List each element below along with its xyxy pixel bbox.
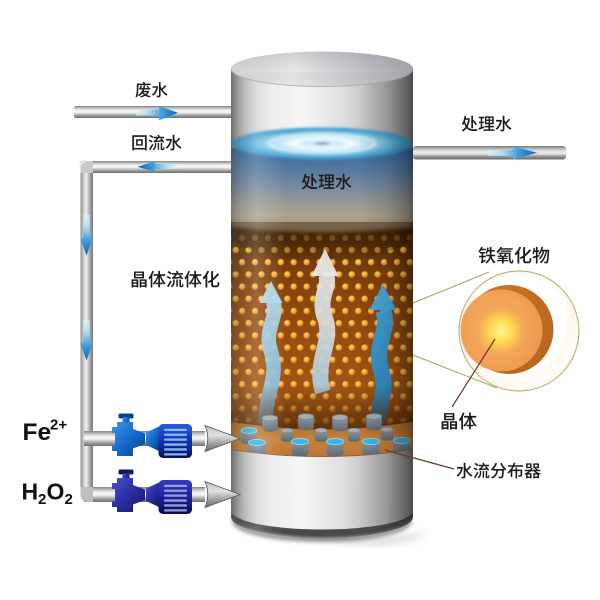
svg-text:Fe: Fe bbox=[23, 419, 52, 446]
svg-text:H: H bbox=[22, 479, 39, 505]
svg-text:2: 2 bbox=[38, 491, 46, 508]
svg-text:2+: 2+ bbox=[50, 417, 67, 434]
svg-text:2: 2 bbox=[65, 491, 73, 508]
svg-text:O: O bbox=[47, 479, 65, 505]
